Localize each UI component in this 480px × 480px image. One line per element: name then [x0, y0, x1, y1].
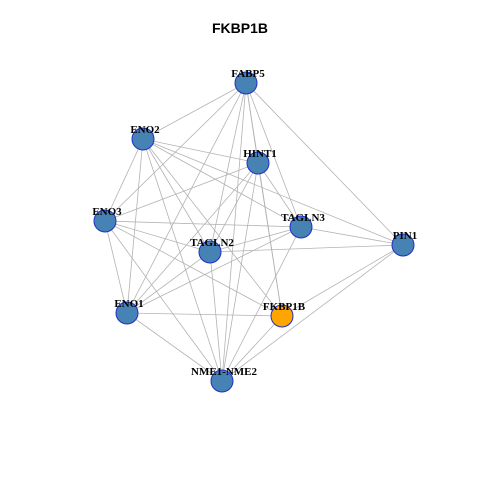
edge-hint1-tagln3 — [257, 162, 302, 228]
node-eno1[interactable] — [115, 301, 139, 325]
edge-eno3-tagln2 — [104, 220, 211, 253]
node-label-tagln3: TAGLN3 — [281, 212, 325, 224]
node-label-hint1: HINT1 — [243, 148, 277, 160]
edge-tagln3-nme1-nme2 — [221, 226, 302, 382]
edge-pin1-tagln2 — [209, 244, 404, 253]
edge-tagln2-nme1-nme2 — [209, 251, 223, 382]
node-label-tagln2: TAGLN2 — [190, 237, 234, 249]
node-eno3[interactable] — [93, 209, 117, 233]
edge-hint1-eno3 — [104, 162, 259, 222]
node-hint1[interactable] — [246, 151, 270, 175]
edge-eno2-hint1 — [142, 138, 259, 164]
node-fkbp1b[interactable] — [270, 304, 294, 328]
edge-tagln3-tagln2 — [209, 226, 302, 253]
edge-eno2-tagln3 — [142, 138, 302, 228]
node-label-pin1: PIN1 — [393, 230, 417, 242]
node-fabp5[interactable] — [234, 71, 258, 95]
node-tagln3[interactable] — [289, 215, 313, 239]
edge-eno2-eno3 — [104, 138, 144, 222]
edge-pin1-nme1-nme2 — [221, 244, 404, 382]
edge-eno3-nme1-nme2 — [104, 220, 223, 382]
edge-eno2-nme1-nme2 — [142, 138, 223, 382]
edge-eno1-fkbp1b — [126, 312, 283, 317]
edge-eno2-fkbp1b — [142, 138, 283, 317]
node-nme1-nme2[interactable] — [210, 369, 234, 393]
node-label-nme1-nme2: NME1-NME2 — [191, 366, 257, 378]
edge-fkbp1b-nme1-nme2 — [221, 315, 283, 382]
edge-eno2-pin1 — [142, 138, 404, 246]
edge-fabp5-tagln3 — [245, 82, 302, 228]
edge-fabp5-eno2 — [142, 82, 247, 140]
node-eno2[interactable] — [131, 127, 155, 151]
node-pin1[interactable] — [391, 233, 415, 257]
edge-eno3-fkbp1b — [104, 220, 283, 317]
edge-tagln3-eno1 — [126, 226, 302, 314]
edge-fabp5-nme1-nme2 — [221, 82, 247, 382]
edge-fabp5-tagln2 — [209, 82, 247, 253]
edge-eno2-tagln2 — [142, 138, 211, 253]
edge-eno3-eno1 — [104, 220, 128, 314]
nodes-layer — [93, 71, 415, 393]
edge-eno2-eno1 — [126, 138, 144, 314]
edge-hint1-eno1 — [126, 162, 259, 314]
edge-pin1-fkbp1b — [281, 244, 404, 317]
node-tagln2[interactable] — [198, 240, 222, 264]
edge-fabp5-pin1 — [245, 82, 404, 246]
node-label-eno2: ENO2 — [130, 124, 160, 136]
edge-tagln3-pin1 — [300, 226, 404, 246]
edge-hint1-nme1-nme2 — [221, 162, 259, 382]
node-label-fkbp1b: FKBP1B — [263, 301, 306, 313]
edge-hint1-tagln2 — [209, 162, 259, 253]
edge-eno3-tagln3 — [104, 220, 302, 228]
edge-fabp5-eno1 — [126, 82, 247, 314]
node-label-eno1: ENO1 — [114, 298, 143, 310]
edges-layer — [104, 82, 404, 382]
graph-title: FKBP1B — [211, 20, 268, 36]
edge-tagln2-eno1 — [126, 251, 211, 314]
edge-hint1-fkbp1b — [257, 162, 283, 317]
edge-eno1-nme1-nme2 — [126, 312, 223, 382]
node-label-fabp5: FABP5 — [231, 68, 265, 80]
node-label-eno3: ENO3 — [92, 206, 122, 218]
